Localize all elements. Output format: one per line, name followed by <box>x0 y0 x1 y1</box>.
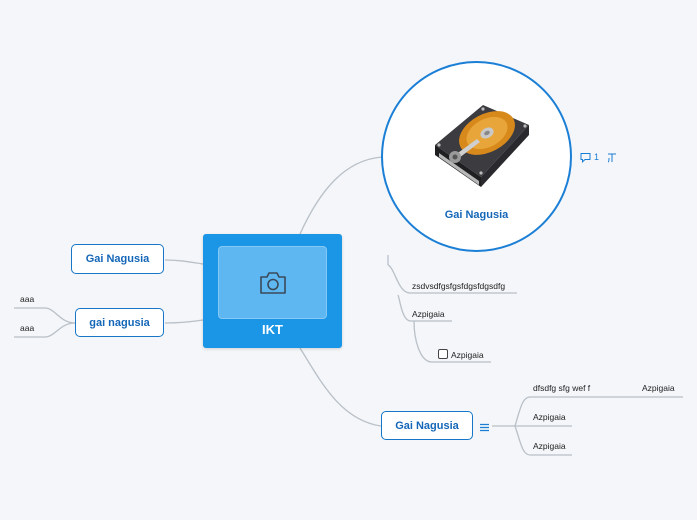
task-subtopic[interactable]: Azpigaia <box>438 349 484 360</box>
bottom-subtopic-label: Azpigaia <box>533 441 566 451</box>
bottom-subtopic[interactable]: Azpigaia <box>533 441 566 451</box>
left-topic-2-label: gai nagusia <box>89 316 150 329</box>
note-item[interactable]: zsdvsdfgsfgsfdgsfdgsdfg <box>412 281 505 291</box>
comment-icon <box>580 152 591 163</box>
left-subtopic[interactable]: aaa <box>20 294 34 304</box>
bottom-subtopic-label: Azpigaia <box>533 412 566 422</box>
connector-line <box>299 156 383 235</box>
list-icon[interactable] <box>479 420 490 438</box>
list-icon-glyph <box>480 423 489 432</box>
note-item-label: zsdvsdfgsfgsfdgsfdgsdfg <box>412 281 506 291</box>
note-subtopic[interactable]: Azpigaia <box>412 309 445 319</box>
bottom-topic-label: Gai Nagusia <box>395 419 459 432</box>
bottom-grandchild-label: Azpigaia <box>642 383 675 393</box>
bottom-grandchild[interactable]: Azpigaia <box>642 383 675 393</box>
comment-badge[interactable]: 1 <box>580 150 618 164</box>
camera-icon <box>259 271 286 294</box>
bottom-subtopic[interactable]: Azpigaia <box>533 412 566 422</box>
left-topic-1[interactable]: Gai Nagusia <box>71 244 164 274</box>
left-subtopic-label: aaa <box>20 294 35 304</box>
connector-line <box>164 259 204 265</box>
central-image-placeholder[interactable] <box>218 246 327 319</box>
note-subtopic-label: Azpigaia <box>412 309 445 319</box>
connector-line <box>413 320 491 363</box>
comment-count: 1 <box>594 152 600 162</box>
bottom-topic[interactable]: Gai Nagusia <box>381 411 473 440</box>
connector-line <box>164 319 204 324</box>
bottom-subtopic[interactable]: dfsdfg sfg wef f <box>533 383 590 393</box>
task-subtopic-label: Azpigaia <box>451 350 484 360</box>
hard-drive-image <box>435 105 529 187</box>
checkbox[interactable] <box>438 349 448 359</box>
connector-line <box>14 307 76 324</box>
left-subtopic-label: aaa <box>20 323 35 333</box>
bottom-subtopic-label: dfsdfg sfg wef f <box>533 383 591 393</box>
connector-line <box>299 347 382 427</box>
central-topic[interactable]: IKT <box>203 234 342 348</box>
left-subtopic[interactable]: aaa <box>20 323 34 333</box>
left-topic-2[interactable]: gai nagusia <box>75 308 164 337</box>
connector-line <box>514 396 683 427</box>
central-topic-title: IKT <box>262 322 283 337</box>
task-icon <box>607 153 617 162</box>
connector-line <box>14 322 76 338</box>
image-topic[interactable]: Gai Nagusia <box>381 61 572 252</box>
left-topic-1-label: Gai Nagusia <box>85 253 150 265</box>
image-topic-label: Gai Nagusia <box>444 209 509 221</box>
connector-line <box>387 264 517 294</box>
connector-line <box>397 294 452 322</box>
connector-line <box>514 425 572 456</box>
